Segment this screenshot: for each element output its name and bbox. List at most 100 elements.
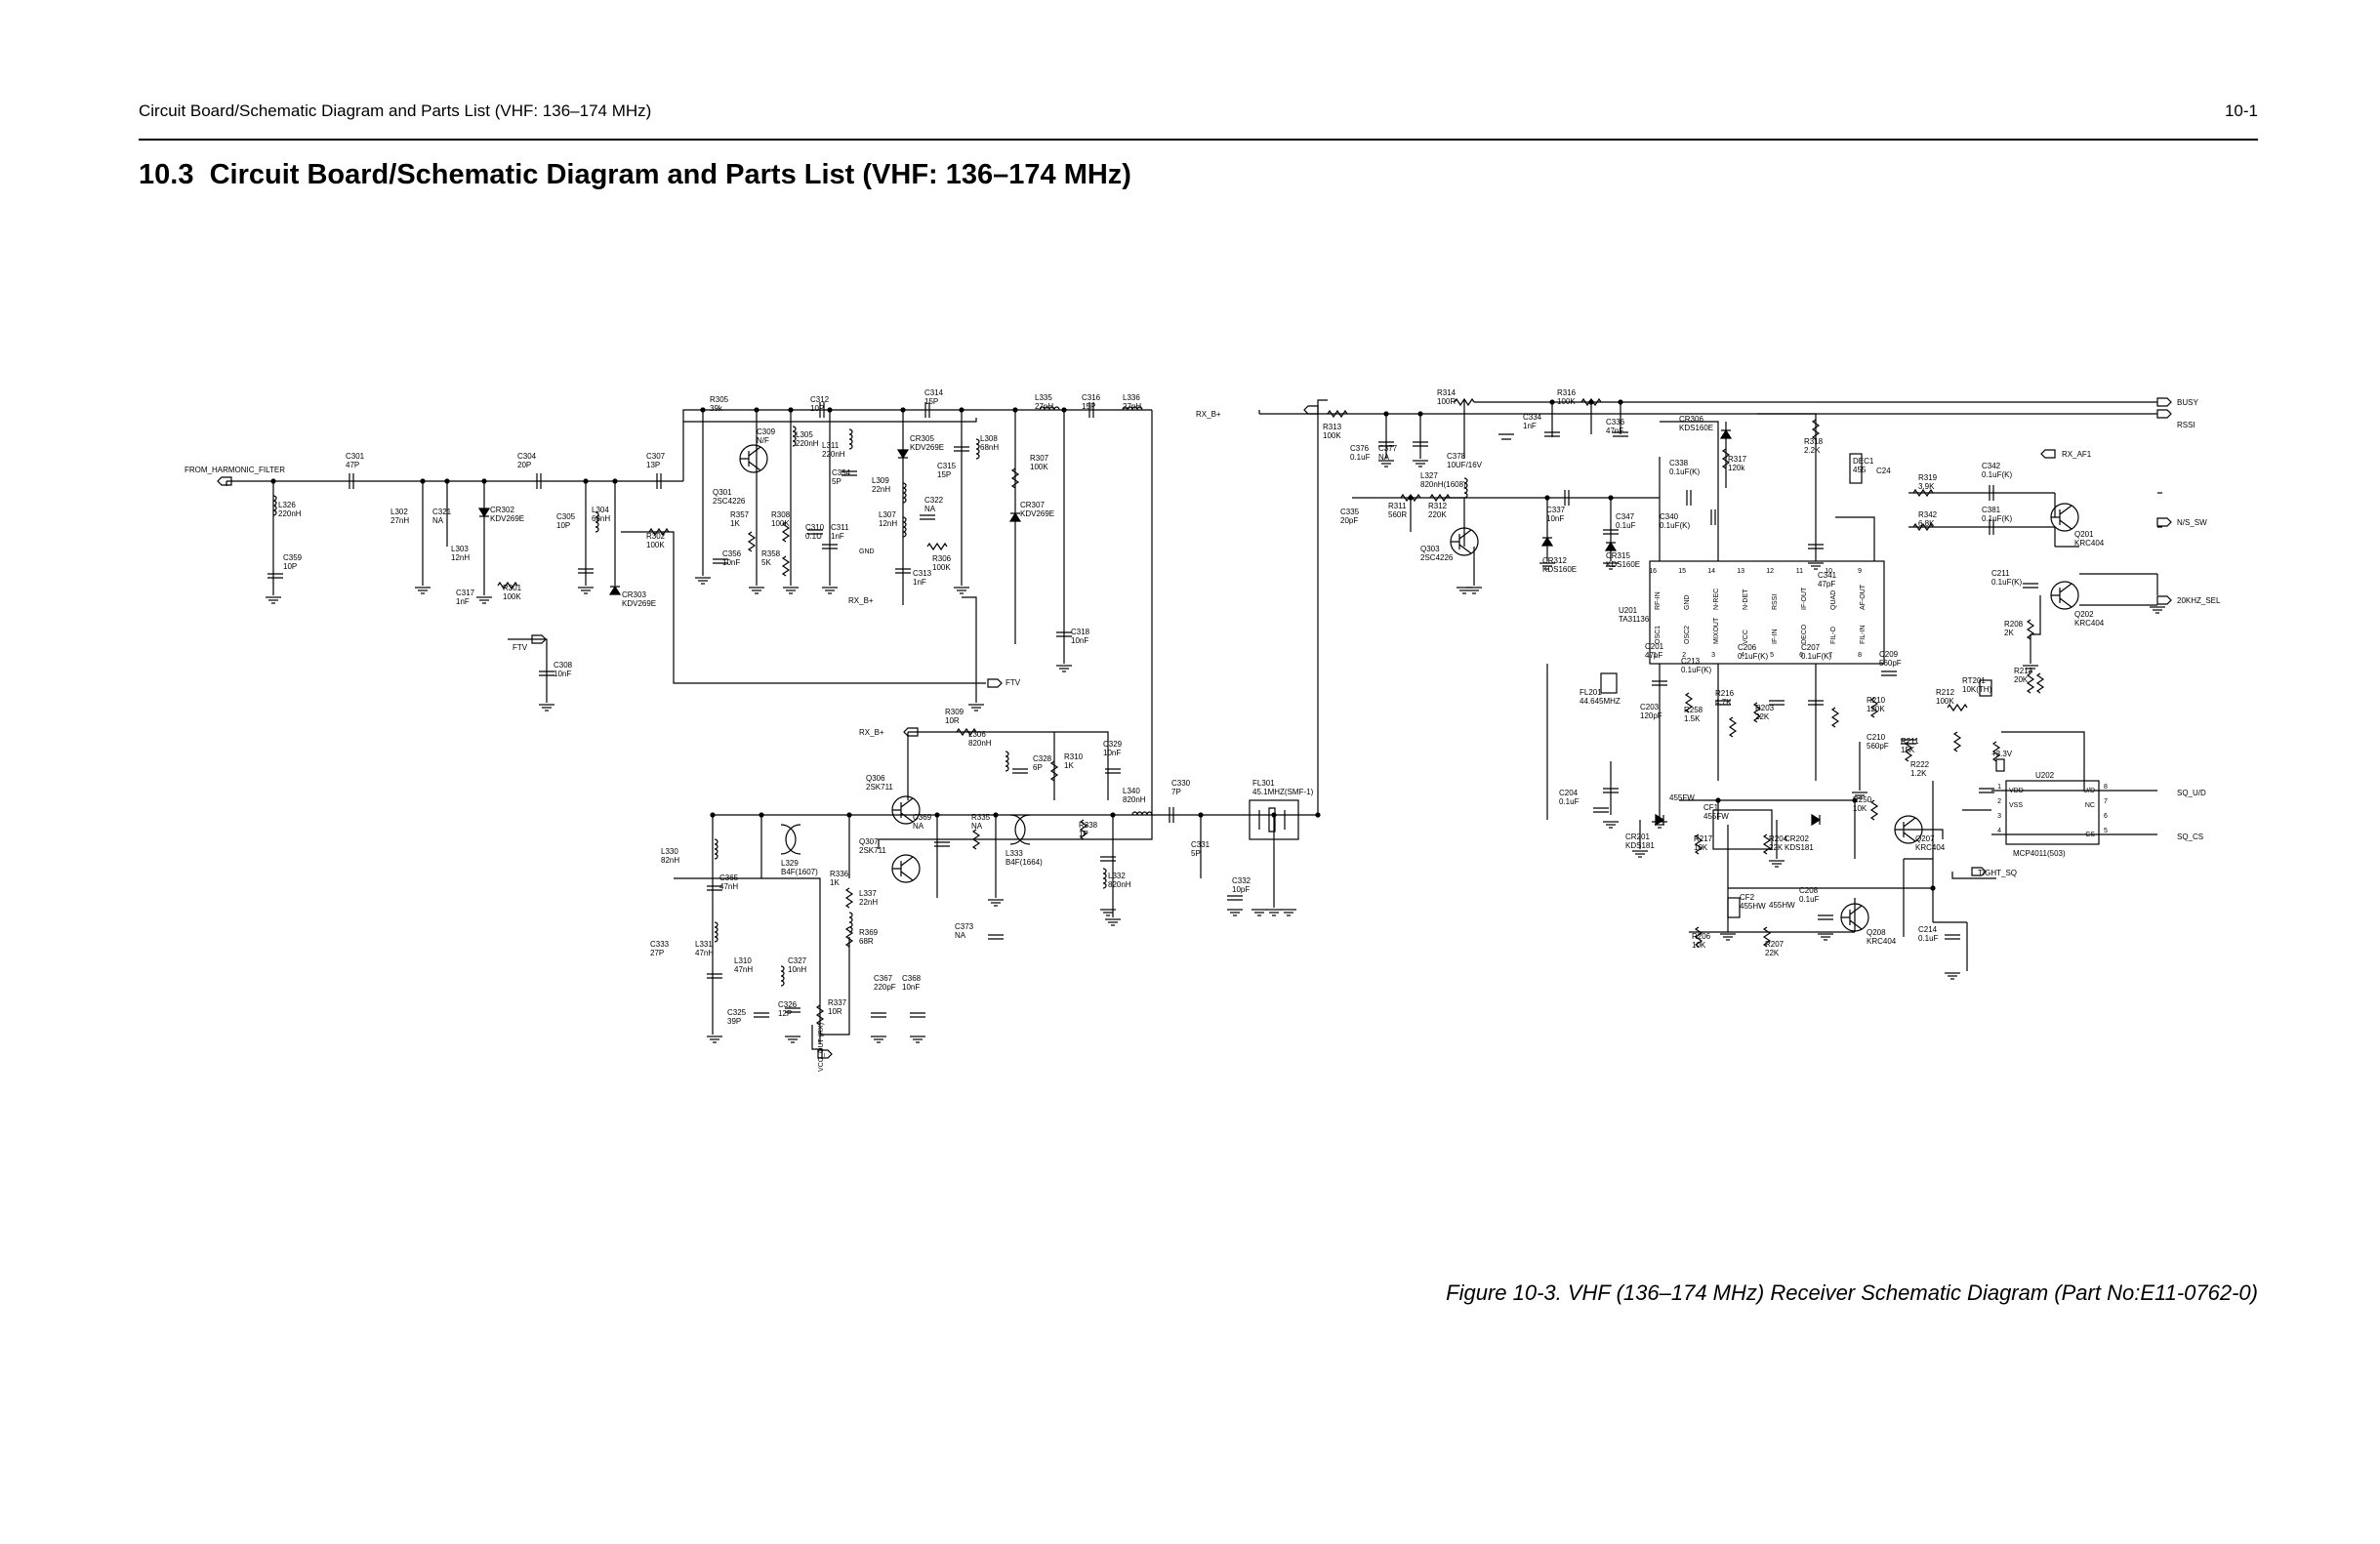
schematic-text: C335 <box>1340 508 1360 516</box>
schematic-text: Q301 <box>713 488 732 497</box>
capacitor <box>267 573 283 579</box>
schematic-text: CR312 <box>1542 556 1567 565</box>
schematic-text: L336 <box>1123 393 1140 402</box>
section-heading: 10.3 Circuit Board/Schematic Diagram and… <box>139 159 1131 191</box>
capacitor <box>1769 700 1785 706</box>
schematic-text: C308 <box>554 661 573 670</box>
capacitor <box>754 1012 769 1018</box>
schematic-text: L331 <box>695 940 713 949</box>
schematic-text: 455HW <box>1769 901 1795 910</box>
schematic-text: 455HW <box>1740 902 1766 911</box>
capacitor <box>819 402 825 418</box>
schematic-text: C333 <box>650 940 670 949</box>
capacitor <box>1227 895 1243 901</box>
schematic-text: FTV <box>513 643 528 652</box>
resistor <box>1811 419 1821 440</box>
cf1-filter <box>1712 809 1773 850</box>
schematic-text: TA31136 <box>1619 615 1650 624</box>
capacitor <box>1100 856 1116 862</box>
schematic-text: NA <box>971 822 983 831</box>
resistor <box>1728 716 1738 738</box>
schematic-text: 120pF <box>1640 711 1662 720</box>
schematic-text: R307 <box>1030 454 1049 463</box>
schematic-text: 1 <box>1997 784 2001 791</box>
schematic-text: RX_B+ <box>1196 410 1221 419</box>
schematic-text: R208 <box>2004 620 2024 629</box>
port-connector <box>2156 397 2172 407</box>
transistor-leads <box>892 797 914 823</box>
capacitor <box>713 558 728 564</box>
schematic-text: R317 <box>1728 455 1747 464</box>
resistor <box>781 521 791 543</box>
schematic-text: C305 <box>556 512 576 521</box>
cf2-filter <box>1727 897 1741 918</box>
schematic-text: 5P <box>1191 849 1201 858</box>
port-connector <box>2156 409 2172 419</box>
junction-dot <box>1930 885 1936 891</box>
capacitor <box>1715 700 1731 706</box>
schematic-text: 0.1uF(K) <box>1991 578 2022 587</box>
port-connector <box>2156 595 2172 605</box>
resistor <box>1762 926 1772 948</box>
schematic-text: 15 <box>1678 568 1686 575</box>
schematic-text: 5 <box>2104 828 2108 834</box>
schematic-text: 27P <box>650 949 664 957</box>
inductor <box>1463 477 1468 499</box>
schematic-text: 15P <box>1082 402 1095 411</box>
inductor <box>780 965 785 987</box>
ground-symbol <box>1818 933 1833 941</box>
capacitor <box>1881 670 1897 676</box>
inductor <box>714 921 718 943</box>
resistor <box>648 527 670 537</box>
ground-symbol <box>2023 665 2038 672</box>
schematic-text: FROM_HARMONIC_FILTER <box>185 466 285 474</box>
schematic-text: 22K <box>1755 712 1770 721</box>
schematic-text: C340 <box>1660 512 1679 521</box>
schematic-text: 47pF <box>1645 651 1662 660</box>
schematic-text: C332 <box>1232 876 1252 885</box>
schematic-text: L340 <box>1123 787 1140 795</box>
schematic-text: 22nH <box>859 898 878 907</box>
schematic-text: 10pF <box>1232 885 1250 894</box>
schematic-text: BUSY <box>2177 398 2198 407</box>
schematic-text: 13P <box>646 461 660 469</box>
junction-dot <box>1012 407 1018 413</box>
crystal-fl201 <box>1600 672 1618 694</box>
resistor <box>1694 833 1703 855</box>
schematic-text: C368 <box>902 974 922 983</box>
resistor <box>844 926 854 948</box>
schematic-text: DECO <box>1801 624 1808 644</box>
capacitor <box>1808 700 1824 706</box>
schematic-text: FIL-IN <box>1860 626 1867 644</box>
schematic-text: CS <box>2085 832 2095 838</box>
schematic-text: C342 <box>1982 462 2001 470</box>
schematic-text: RSSI <box>2177 421 2195 429</box>
schematic-text: KRC404 <box>1867 937 1897 946</box>
schematic-text: R337 <box>828 998 847 1007</box>
junction-dot <box>1408 495 1414 501</box>
resistor <box>815 1004 825 1026</box>
junction-dot <box>993 812 999 818</box>
junction-dot <box>759 812 764 818</box>
schematic-text: 100R <box>1437 397 1456 406</box>
resistor <box>1952 731 1962 752</box>
capacitor <box>1603 529 1619 535</box>
schematic-text: 68nH <box>980 443 999 452</box>
schematic-text: C356 <box>722 549 742 558</box>
schematic-text: 100K <box>1557 397 1576 406</box>
schematic-text: C322 <box>924 496 944 505</box>
schematic-text: N-DET <box>1743 589 1749 610</box>
schematic-text: 10K(TH) <box>1962 685 1992 694</box>
schematic-text: R302 <box>646 532 666 541</box>
schematic-text: 27nH <box>1123 402 1141 411</box>
schematic-text: R335 <box>971 813 991 822</box>
schematic-text: 22nH <box>872 485 890 494</box>
capacitor <box>1652 680 1667 686</box>
schematic-text: 5K <box>761 558 771 567</box>
inductor <box>1005 751 1009 772</box>
resistor <box>1830 707 1840 728</box>
resistor <box>1684 692 1694 713</box>
capacitor <box>2023 583 2038 589</box>
ground-symbol <box>988 899 1004 907</box>
ground-symbol <box>1632 850 1648 858</box>
